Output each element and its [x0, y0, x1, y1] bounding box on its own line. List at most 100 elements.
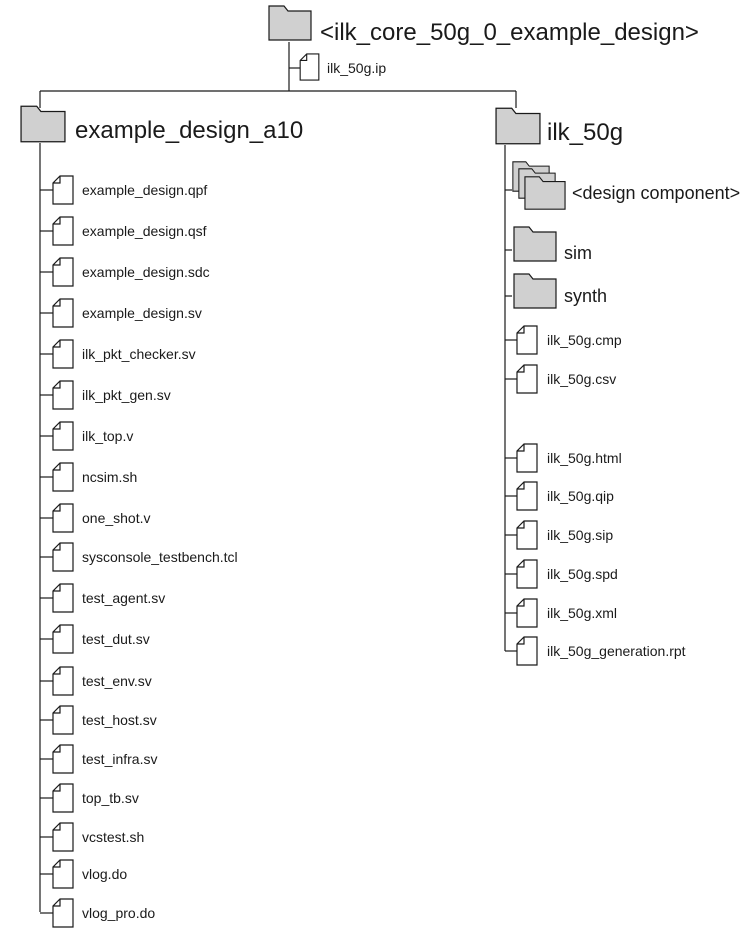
- left-folder: example_design_a10: [20, 105, 303, 144]
- file-entry: example_design.qpf: [40, 175, 207, 205]
- file-entry: one_shot.v: [40, 503, 151, 533]
- design-component-label: <design component>: [572, 183, 740, 203]
- file-entry: vlog_pro.do: [40, 898, 155, 928]
- file-icon: [52, 380, 74, 410]
- file-icon: [52, 175, 74, 205]
- file-entry: ilk_50g.cmp: [505, 325, 622, 355]
- file-entry: test_env.sv: [40, 666, 152, 696]
- file-icon: [52, 783, 74, 813]
- file-icon: [52, 898, 74, 928]
- file-label: ilk_pkt_checker.sv: [82, 346, 196, 362]
- file-label: test_host.sv: [82, 712, 157, 728]
- file-label: test_env.sv: [82, 673, 152, 689]
- right-folder: ilk_50g: [495, 107, 623, 146]
- file-entry: ilk_top.v: [40, 421, 133, 451]
- file-label: sysconsole_testbench.tcl: [82, 549, 238, 565]
- file-icon: [52, 298, 74, 328]
- file-entry: test_agent.sv: [40, 583, 165, 613]
- file-label: example_design.qsf: [82, 223, 207, 239]
- root-file-label: ilk_50g.ip: [327, 60, 386, 76]
- file-entry: ncsim.sh: [40, 462, 137, 492]
- folder-icon: [495, 107, 541, 145]
- file-entry: test_dut.sv: [40, 624, 150, 654]
- right-folder-label: ilk_50g: [547, 119, 623, 146]
- file-entry: vcstest.sh: [40, 822, 144, 852]
- file-label: top_tb.sv: [82, 790, 139, 806]
- file-icon: [52, 421, 74, 451]
- file-entry: ilk_50g.csv: [505, 364, 616, 394]
- file-icon: [516, 636, 538, 666]
- file-label: ilk_50g.cmp: [547, 332, 622, 348]
- file-entry: top_tb.sv: [40, 783, 139, 813]
- file-label: vcstest.sh: [82, 829, 144, 845]
- file-entry: example_design.sdc: [40, 257, 210, 287]
- file-entry: ilk_50g.spd: [505, 559, 618, 589]
- file-label: ilk_50g.html: [547, 450, 622, 466]
- folder-icon: [513, 226, 557, 262]
- file-icon: [52, 257, 74, 287]
- file-entry: sysconsole_testbench.tcl: [40, 542, 238, 572]
- right-file-list: ilk_50g.cmp ilk_50g.csv ilk_50g.html ilk_50…: [505, 325, 686, 666]
- file-label: example_design.sdc: [82, 264, 210, 280]
- file-icon: [52, 744, 74, 774]
- file-label: test_infra.sv: [82, 751, 157, 767]
- file-icon: [52, 216, 74, 246]
- file-icon: [52, 339, 74, 369]
- file-icon: [52, 666, 74, 696]
- sim-folder: sim: [513, 226, 592, 263]
- synth-folder-label: synth: [564, 286, 607, 306]
- file-entry: example_design.qsf: [40, 216, 207, 246]
- file-icon: [52, 624, 74, 654]
- file-icon: [52, 859, 74, 889]
- file-icon: [52, 822, 74, 852]
- folder-icon: [20, 105, 66, 143]
- file-icon: [52, 583, 74, 613]
- file-icon: [516, 520, 538, 550]
- file-icon: [52, 503, 74, 533]
- folder-icon: [268, 5, 312, 41]
- file-label: example_design.sv: [82, 305, 202, 321]
- file-entry: test_host.sv: [40, 705, 157, 735]
- multi-folder-icon: [512, 161, 566, 210]
- file-label: ilk_50g.spd: [547, 566, 618, 582]
- file-entry: ilk_50g.qip: [505, 481, 614, 511]
- file-label: ilk_50g.csv: [547, 371, 616, 387]
- file-label: vlog.do: [82, 866, 127, 882]
- file-icon: [299, 53, 320, 81]
- file-label: ilk_pkt_gen.sv: [82, 387, 171, 403]
- file-icon: [516, 481, 538, 511]
- file-entry: ilk_50g_generation.rpt: [505, 636, 686, 666]
- left-file-list: example_design.qpf example_design.qsfexam…: [40, 175, 238, 928]
- file-icon: [516, 364, 538, 394]
- file-label: test_agent.sv: [82, 590, 165, 606]
- file-label: ncsim.sh: [82, 469, 137, 485]
- file-label: ilk_50g_generation.rpt: [547, 643, 686, 659]
- root-folder: <ilk_core_50g_0_example_design>: [268, 5, 699, 46]
- sim-folder-label: sim: [564, 243, 592, 263]
- file-icon: [516, 443, 538, 473]
- file-entry: ilk_50g.xml: [505, 598, 617, 628]
- file-label: ilk_50g.sip: [547, 527, 613, 543]
- root-file: ilk_50g.ip: [299, 53, 386, 81]
- left-folder-label: example_design_a10: [75, 117, 303, 144]
- file-entry: ilk_50g.html: [505, 443, 622, 473]
- file-label: vlog_pro.do: [82, 905, 155, 921]
- file-icon: [516, 559, 538, 589]
- file-icon: [52, 542, 74, 572]
- file-icon: [52, 705, 74, 735]
- file-icon: [52, 462, 74, 492]
- file-entry: ilk_pkt_gen.sv: [40, 380, 171, 410]
- file-icon: [516, 598, 538, 628]
- file-label: one_shot.v: [82, 510, 151, 526]
- file-entry: test_infra.sv: [40, 744, 157, 774]
- root-folder-label: <ilk_core_50g_0_example_design>: [320, 19, 699, 46]
- file-label: ilk_50g.xml: [547, 605, 617, 621]
- file-entry: ilk_pkt_checker.sv: [40, 339, 196, 369]
- folder-icon: [513, 273, 557, 309]
- file-label: ilk_top.v: [82, 428, 133, 444]
- file-icon: [516, 325, 538, 355]
- synth-folder: synth: [513, 273, 607, 309]
- file-label: test_dut.sv: [82, 631, 150, 647]
- file-label: example_design.qpf: [82, 182, 207, 198]
